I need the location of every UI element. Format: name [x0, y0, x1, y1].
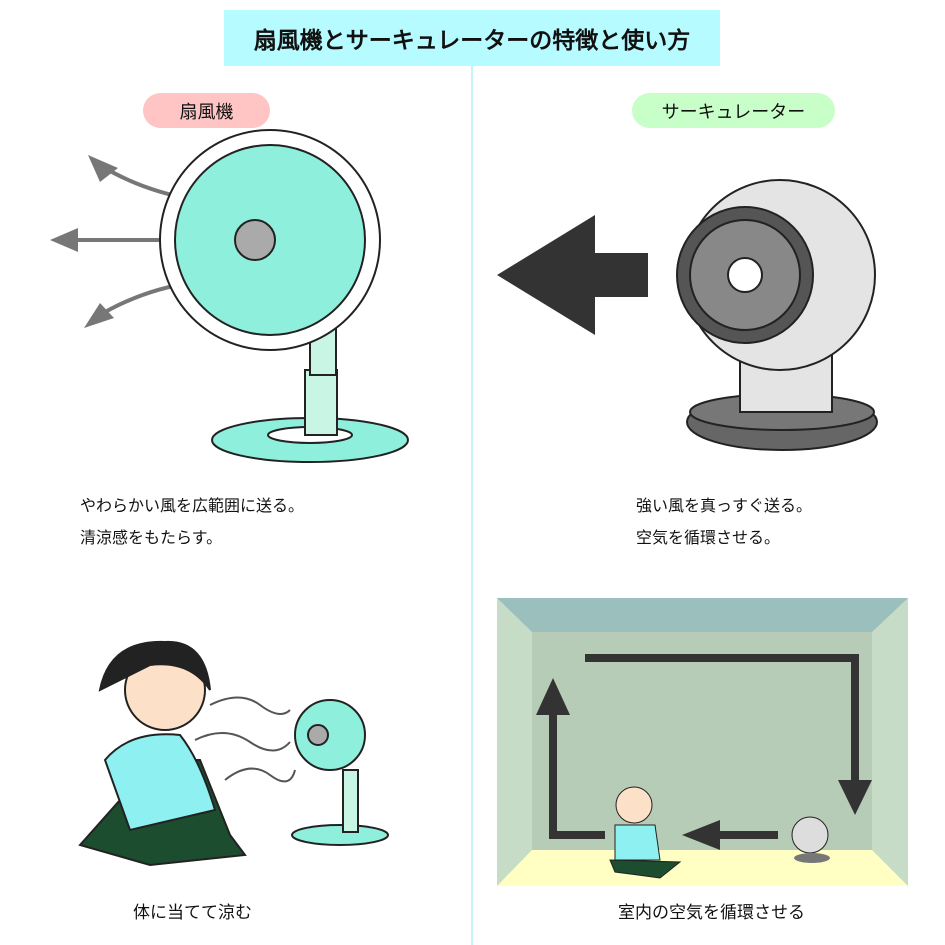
- circulator-description: 強い風を真っすぐ送る。 空気を循環させる。: [636, 490, 812, 554]
- boy-with-fan-illustration: [78, 640, 389, 867]
- fan-label: 扇風機: [143, 93, 270, 128]
- page-title: 扇風機とサーキュレーターの特徴と使い方: [224, 10, 720, 66]
- divider: [471, 66, 473, 945]
- fan-desc-line: 清涼感をもたらす。: [80, 528, 223, 547]
- big-left-arrow: [497, 215, 648, 335]
- circulator-caption: 室内の空気を循環させる: [618, 903, 805, 923]
- circulator-illustration: [676, 179, 878, 451]
- circulator-desc-line: 空気を循環させる。: [636, 528, 781, 547]
- circulator-desc-line: 強い風を真っすぐ送る。: [636, 496, 813, 515]
- room-illustration: [497, 598, 908, 886]
- fan-illustration: [159, 129, 409, 463]
- circulator-label: サーキュレーター: [632, 93, 835, 128]
- fan-desc-line: やわらかい風を広範囲に送る。: [80, 496, 305, 515]
- fan-description: やわらかい風を広範囲に送る。 清涼感をもたらす。: [80, 490, 304, 554]
- fan-caption: 体に当てて涼む: [133, 903, 252, 923]
